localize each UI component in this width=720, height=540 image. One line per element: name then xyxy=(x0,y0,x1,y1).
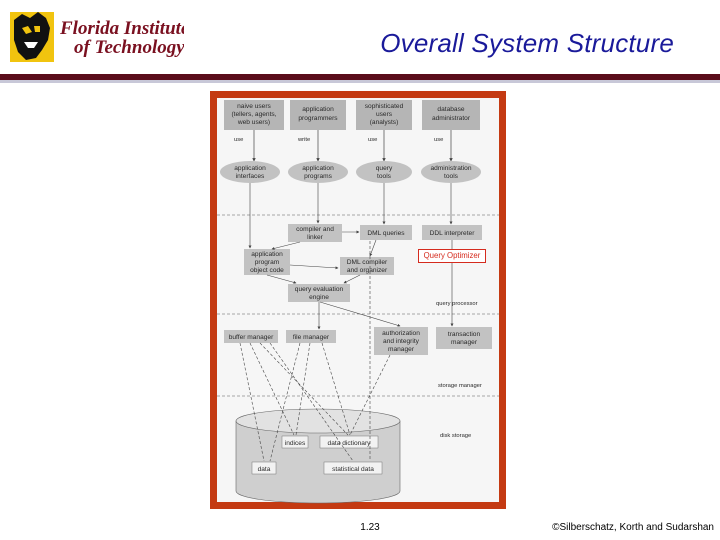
action-use-2: use xyxy=(368,137,377,143)
page-number: 1.23 xyxy=(360,522,380,533)
action-use-1: use xyxy=(234,137,243,143)
object-code-box xyxy=(244,249,290,275)
app-interfaces-label-2: interfaces xyxy=(236,173,265,180)
compiler-linker-box xyxy=(288,224,342,242)
query-processor-layer-label: query processor xyxy=(436,301,478,307)
query-tools-ellipse xyxy=(356,161,412,183)
query-engine-label-1: query evaluation xyxy=(295,286,344,293)
florida-tech-logo: Florida Institute of Technology xyxy=(8,6,184,68)
system-structure-diagram: naive users (tellers, agents, web users)… xyxy=(217,98,499,504)
ddl-interpreter-label: DDL interpreter xyxy=(430,230,476,237)
disk-cylinder-top xyxy=(235,408,401,434)
app-interfaces-label-1: application xyxy=(234,165,266,172)
app-programmers-box xyxy=(290,100,346,130)
data-dictionary-box xyxy=(319,435,379,449)
app-interfaces-ellipse xyxy=(220,161,280,183)
indices-label: indices xyxy=(285,440,306,447)
sophisticated-users-label-3: (analysts) xyxy=(370,119,399,126)
logo-line1: Florida Institute xyxy=(59,18,184,39)
query-optimizer-annotation: Query Optimizer xyxy=(418,249,486,263)
transaction-manager-box xyxy=(436,327,492,349)
dml-queries-label: DML queries xyxy=(367,230,405,237)
query-tools-label-2: tools xyxy=(377,173,392,180)
data-dictionary-label: data dictionary xyxy=(328,440,372,447)
query-engine-label-2: engine xyxy=(309,294,329,301)
copyright-notice: ©Silberschatz, Korth and Sudarshan xyxy=(552,522,714,533)
statistical-data-label: statistical data xyxy=(332,466,374,473)
admin-tools-label-2: tools xyxy=(444,173,459,180)
naive-users-label-3: web users) xyxy=(237,119,270,126)
auth-manager-box xyxy=(374,327,428,355)
indices-box xyxy=(281,435,309,449)
admin-tools-ellipse xyxy=(421,161,481,183)
dba-box xyxy=(422,100,480,130)
disk-storage-layer-label: disk storage xyxy=(440,433,471,439)
app-programs-label-1: application xyxy=(302,165,334,172)
auth-manager-label-2: and integrity xyxy=(383,338,420,345)
app-programmers-label-1: application xyxy=(302,106,334,113)
dml-compiler-label-1: DML compiler xyxy=(347,259,388,266)
data-label: data xyxy=(258,466,271,473)
file-manager-label: file manager xyxy=(293,334,330,341)
panther-logo-icon: Florida Institute of Technology xyxy=(10,12,184,62)
dml-compiler-box xyxy=(340,257,394,275)
file-manager-box xyxy=(286,330,336,343)
object-code-label-3: object code xyxy=(250,267,284,274)
naive-users-box xyxy=(224,100,284,130)
statistical-data-box xyxy=(323,461,383,475)
title-rule xyxy=(0,74,720,84)
action-write: write xyxy=(297,137,310,143)
naive-users-label-1: naive users xyxy=(237,103,271,110)
app-programs-ellipse xyxy=(288,161,348,183)
dml-queries-box xyxy=(360,225,412,240)
action-use-3: use xyxy=(434,137,443,143)
query-engine-box xyxy=(288,284,350,302)
system-structure-figure: naive users (tellers, agents, web users)… xyxy=(210,91,506,509)
app-programs-label-2: programs xyxy=(304,173,333,180)
compiler-linker-label-1: compiler and xyxy=(296,226,334,233)
object-code-label-1: application xyxy=(251,251,283,258)
ddl-interpreter-box xyxy=(422,225,482,240)
logo-line2: of Technology xyxy=(74,37,184,58)
sophisticated-users-box xyxy=(356,100,412,130)
slide-title: Overall System Structure xyxy=(380,28,674,58)
compiler-linker-label-2: linker xyxy=(307,234,324,241)
dba-label-2: administrator xyxy=(432,115,471,122)
sophisticated-users-label-2: users xyxy=(376,111,393,118)
auth-manager-label-3: manager xyxy=(388,346,415,353)
dba-label-1: database xyxy=(437,106,464,113)
data-box xyxy=(251,461,277,475)
transaction-manager-label-1: transaction xyxy=(448,331,481,338)
transaction-manager-label-2: manager xyxy=(451,339,478,346)
dml-compiler-label-2: and organizer xyxy=(347,267,388,274)
object-code-label-2: program xyxy=(255,259,280,266)
buffer-manager-label: buffer manager xyxy=(229,334,274,341)
admin-tools-label-1: administration xyxy=(430,165,471,172)
storage-manager-layer-label: storage manager xyxy=(438,383,482,389)
sophisticated-users-label-1: sophisticated xyxy=(365,103,404,110)
auth-manager-label-1: authorization xyxy=(382,330,420,337)
buffer-manager-box xyxy=(224,330,278,343)
app-programmers-label-2: programmers xyxy=(298,115,338,122)
query-tools-label-1: query xyxy=(376,165,393,172)
naive-users-label-2: (tellers, agents, xyxy=(231,111,276,118)
